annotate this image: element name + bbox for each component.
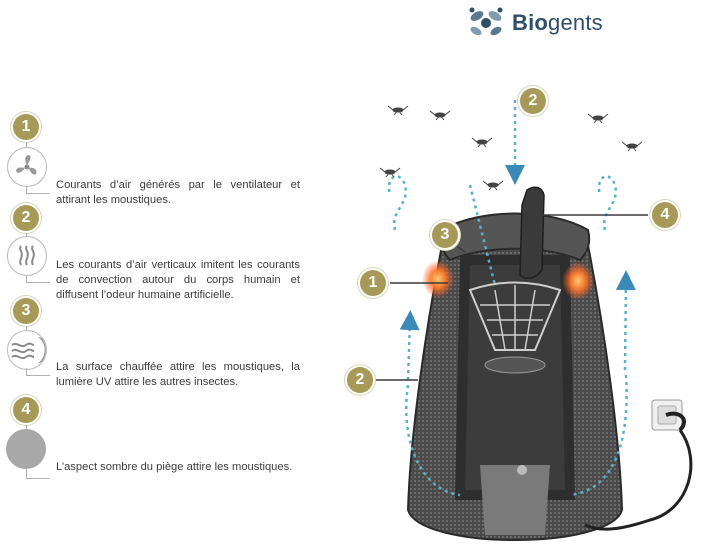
legend-number-badge: 1 (13, 114, 39, 140)
legend-connector (26, 478, 50, 479)
callout-badge-2-top: 2 (520, 88, 546, 114)
legend-connector (26, 425, 27, 430)
legend-connector (26, 368, 27, 376)
heated-surface-uv-icon (7, 330, 47, 370)
mosquitoes (379, 105, 643, 191)
legend-description: Les courants d’air verticaux imitent les… (56, 259, 300, 301)
dark-circle-icon (6, 429, 46, 469)
legend-connector (26, 282, 50, 283)
heat-waves-icon (7, 236, 47, 276)
mosquito-logo-icon (469, 7, 503, 36)
callout-badge-4: 4 (652, 202, 678, 228)
legend-number-badge: 3 (13, 298, 39, 324)
legend-number-badge: 4 (13, 397, 39, 423)
heated-glow-band (422, 260, 594, 300)
legend-description: L’aspect sombre du piège attire les mous… (56, 461, 293, 473)
fan-icon (7, 147, 47, 187)
trap-cutaway-diagram (375, 100, 693, 541)
legend-connector (26, 142, 27, 148)
legend-connector (26, 233, 27, 237)
trap-body (406, 186, 624, 541)
legend-connector (26, 469, 27, 479)
callout-badge-3: 3 (432, 222, 458, 248)
brand-logo: Biogents (466, 4, 603, 42)
callout-badge-2-left: 2 (347, 367, 373, 393)
legend-connector (26, 186, 27, 194)
callout-badge-1: 1 (360, 270, 386, 296)
legend-description: La surface chauffée attire les moustique… (56, 361, 300, 388)
legend-connector (26, 193, 50, 194)
legend-connector (26, 275, 27, 283)
legend-connector (26, 375, 50, 376)
callout-lines (375, 214, 648, 381)
legend-connector (26, 326, 27, 331)
brand-name: Biogents (512, 10, 603, 35)
legend-description: Courants d’air générés par le ventilateu… (56, 179, 300, 206)
power-plug (584, 399, 693, 531)
legend-number-badge: 2 (13, 205, 39, 231)
